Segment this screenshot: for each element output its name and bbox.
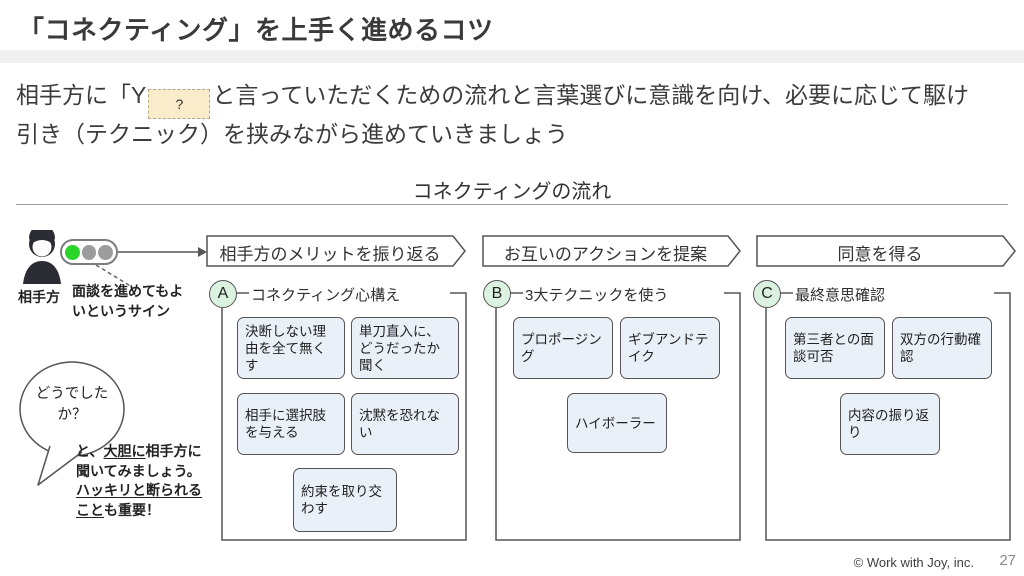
flow-box: 約束を取り交わす — [293, 468, 397, 532]
group-a-label: コネクティング心構え — [251, 287, 401, 304]
lead-sentence: 相手方に「Y?と言っていただくための流れと言葉選びに意識を向け、必要に応じて駆け… — [16, 80, 981, 150]
banner-label-1: 相手方のメリットを振り返る — [219, 244, 441, 264]
speech-bubble-text: どうでしたか？ — [35, 386, 109, 423]
lead-part1: 相手方に「Y — [16, 82, 147, 108]
flow-heading: コネクティングの流れ — [412, 181, 612, 203]
banner-label-3: 同意を得る — [837, 244, 923, 264]
person-label: 相手方 — [18, 289, 60, 305]
flow-box: 決断しない理由を全て無くす — [237, 317, 345, 379]
advice-note: と、大胆に相手方に聞いてみましょう。ハッキリと断られることも重要！ — [76, 443, 202, 518]
group-c-label: 最終意思確認 — [795, 287, 886, 304]
signal-caption: 面談を進めてもよいというサイン — [72, 283, 184, 319]
flow-box: 相手に選択肢を与える — [237, 393, 345, 455]
page-number: 27 — [999, 552, 1016, 569]
flow-box: 第三者との面談可否 — [785, 317, 885, 379]
flow-box: プロポージング — [513, 317, 613, 379]
off-lamp-icon — [81, 244, 97, 260]
flow-box: 双方の行動確認 — [892, 317, 992, 379]
copyright-text: © Work with Joy, inc. — [853, 555, 974, 570]
off-lamp-icon — [98, 244, 114, 260]
group-b-badge: B — [483, 280, 511, 308]
heading-rule — [16, 204, 1008, 205]
flow-box: ギブアンドテイク — [620, 317, 720, 379]
group-a-badge: A — [209, 280, 237, 308]
group-b-label: 3大テクニックを使う — [525, 287, 669, 304]
flow-box: 沈黙を恐れない — [351, 393, 459, 455]
traffic-light-icon — [60, 239, 118, 265]
arrowhead-icon — [198, 247, 207, 257]
flow-box: ハイボーラー — [567, 393, 667, 453]
hidden-answer-box[interactable]: ? — [148, 89, 211, 119]
page-title: 「コネクティング」を上手く進めるコツ — [18, 15, 494, 45]
green-lamp-icon — [65, 244, 80, 260]
lead-part2: と言っていただくための流れと言葉選びに意識を向け、必要に応じて駆け引き（テクニッ… — [16, 82, 970, 147]
flow-box: 単刀直入に、どうだったか聞く — [351, 317, 459, 379]
person-icon — [23, 230, 61, 284]
header-divider-band — [0, 50, 1024, 63]
banner-label-2: お互いのアクションを提案 — [503, 244, 708, 264]
group-c-badge: C — [753, 280, 781, 308]
flow-box: 内容の振り返り — [840, 393, 940, 455]
